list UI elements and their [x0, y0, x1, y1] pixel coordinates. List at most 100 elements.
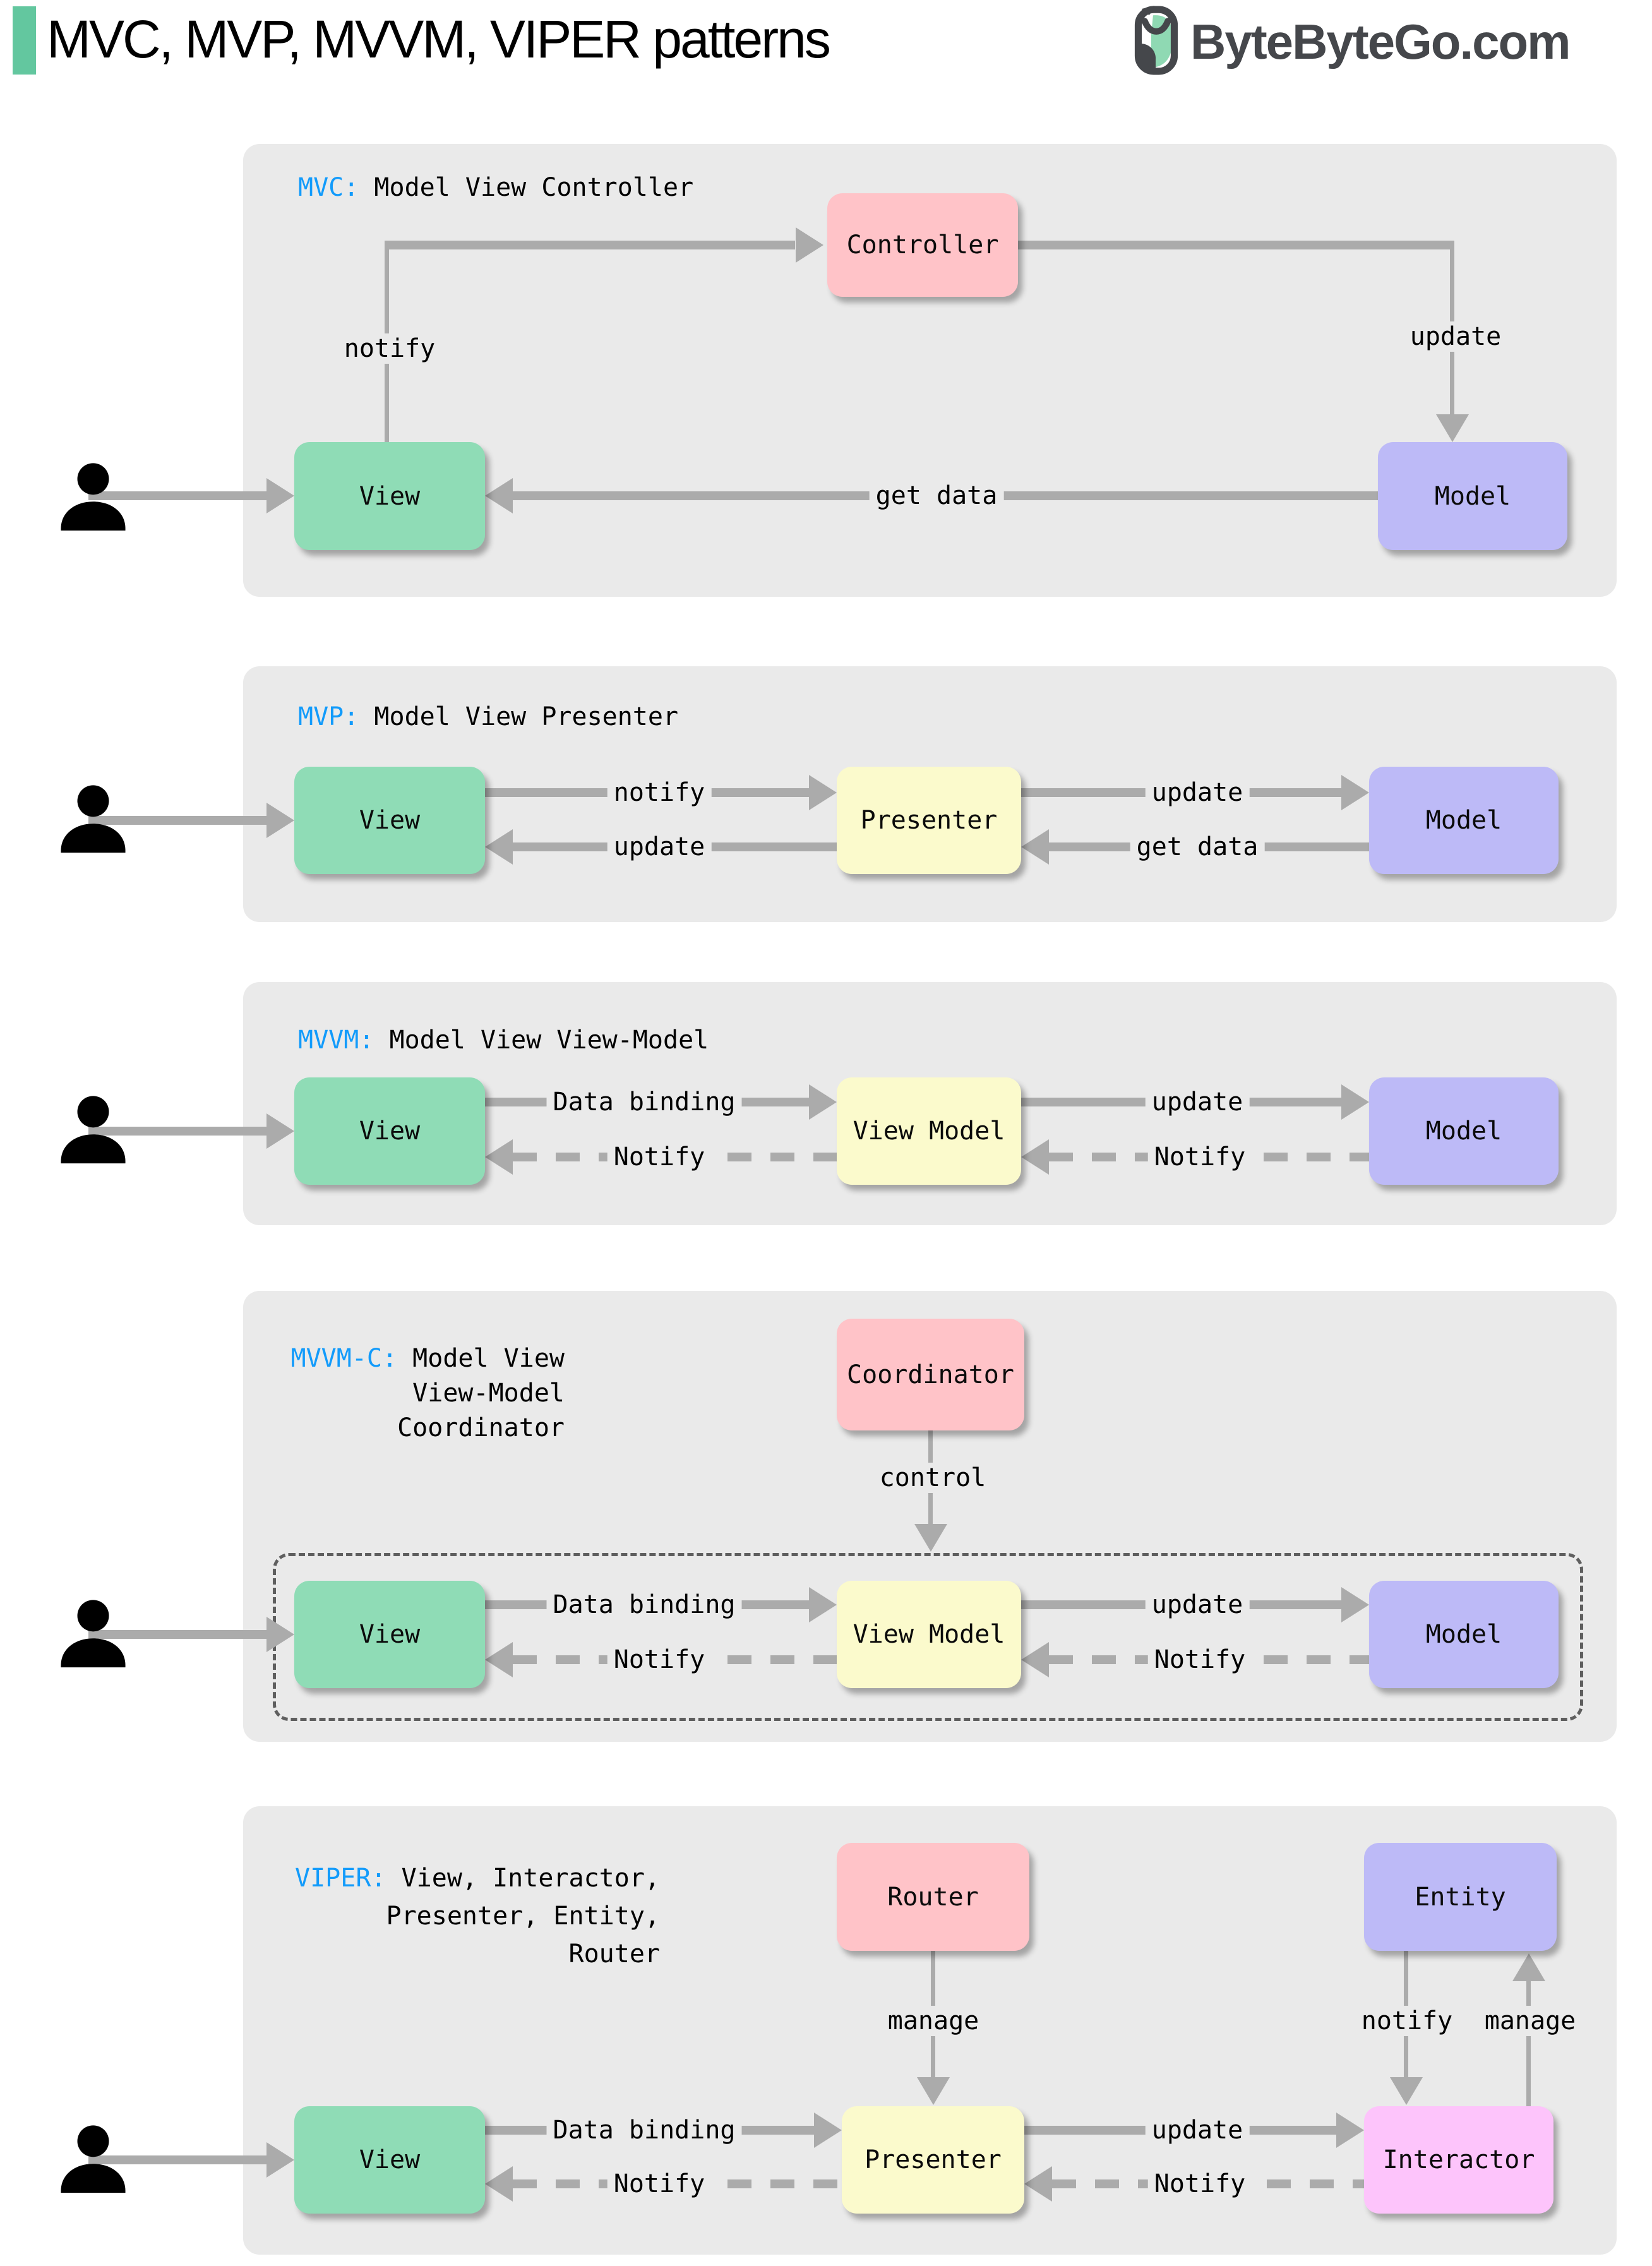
page-title: MVC, MVP, MVVM, VIPER patterns [47, 9, 831, 69]
mvp-name: Model View Presenter [374, 702, 679, 731]
mvp-getdata-arrowhead [1021, 829, 1049, 865]
mvvmc-notify-vm-arrowhead [1021, 1642, 1049, 1677]
mvvm-abbr: MVVM: [298, 1026, 374, 1055]
mvp-abbr: MVP: [298, 702, 359, 731]
mvp-update-model-label: update [1145, 777, 1250, 808]
mvvmc-databinding-label: Data binding [546, 1590, 742, 1620]
mvvmc-name-line1: Model View [412, 1344, 565, 1373]
user-person-icon [54, 1593, 133, 1679]
mvc-getdata-label: get data [869, 481, 1004, 511]
viper-notify-view-label: Notify [607, 2169, 712, 2199]
mvp-view-box: View [294, 767, 485, 874]
mvvm-update-label: update [1145, 1087, 1250, 1117]
mvvm-notify-vm-arrowhead [1021, 1139, 1049, 1175]
viper-name-line2: Presenter, Entity, [386, 1902, 660, 1931]
mvc-update-line-horizontal [1018, 241, 1454, 249]
viper-manage-entity-arrowhead [1512, 1953, 1545, 1981]
mvvmc-name-line3: Coordinator [397, 1413, 565, 1442]
mvvm-notify-view-arrowhead [485, 1139, 513, 1175]
user-person-icon [54, 456, 133, 542]
mvc-panel-label: MVC: Model View Controller [298, 171, 693, 205]
viper-manage-router-arrowhead [917, 2077, 950, 2105]
viper-notify-entity-label: notify [1355, 2006, 1459, 2036]
viper-update-arrowhead [1336, 2113, 1364, 2148]
mvc-notify-label: notify [337, 333, 442, 364]
mvc-getdata-arrowhead [485, 478, 513, 513]
user-person-icon [54, 1089, 133, 1175]
mvc-update-label: update [1403, 321, 1508, 352]
mvvm-databinding-label: Data binding [546, 1087, 742, 1117]
mvvm-model-box: Model [1369, 1077, 1559, 1185]
viper-manage-entity-line [1526, 1980, 1531, 2106]
mvc-view-box: View [294, 442, 485, 550]
viper-router-box: Router [837, 1843, 1029, 1951]
mvvm-notify-view-label: Notify [607, 1142, 712, 1172]
mvvmc-update-arrowhead [1341, 1587, 1369, 1622]
title-accent-bar [13, 6, 36, 75]
mvc-update-arrowhead [1436, 414, 1469, 442]
mvvm-user-arrowhead [266, 1113, 294, 1149]
mvc-abbr: MVC: [298, 173, 359, 202]
mvvmc-databinding-arrowhead [809, 1587, 837, 1622]
viper-name-line3: Router [568, 1939, 661, 1969]
mvvmc-control-arrowhead [914, 1524, 947, 1552]
mvvmc-notify-view-arrowhead [485, 1642, 513, 1677]
viper-presenter-box: Presenter [842, 2106, 1024, 2214]
mvp-model-box: Model [1369, 767, 1559, 874]
viper-interactor-box: Interactor [1364, 2106, 1553, 2214]
viper-notify-entity-arrowhead [1390, 2077, 1423, 2105]
mvvmc-view-box: View [294, 1581, 485, 1688]
viper-manage-router-label: manage [881, 2006, 986, 2036]
mvc-notify-line-horizontal [385, 241, 795, 249]
viper-manage-entity-label: manage [1478, 2006, 1583, 2036]
mvc-name: Model View Controller [374, 173, 694, 202]
mvvm-viewmodel-box: View Model [837, 1077, 1021, 1185]
mvp-update-view-arrowhead [485, 829, 513, 865]
mvvm-panel-label: MVVM: Model View View-Model [298, 1023, 709, 1058]
mvc-notify-arrowhead [796, 227, 823, 263]
mvvmc-name-line2: View-Model [412, 1379, 565, 1408]
mvc-controller-box: Controller [827, 193, 1018, 297]
mvvmc-update-label: update [1145, 1590, 1250, 1620]
mvp-user-arrowhead [266, 803, 294, 838]
mvvmc-control-label: control [873, 1463, 993, 1493]
mvp-update-view-label: update [607, 832, 712, 862]
mvvmc-panel-label: MVVM-C: Model View View-Model Coordinato… [291, 1341, 565, 1446]
viper-user-arrow-line [88, 2155, 266, 2164]
viper-view-box: View [294, 2106, 485, 2214]
user-person-icon [54, 778, 133, 864]
mvvmc-notify-view-label: Notify [607, 1645, 712, 1675]
user-person-icon [54, 2118, 133, 2204]
mvvm-user-arrow-line [88, 1127, 266, 1136]
mvp-update-model-arrowhead [1341, 775, 1369, 810]
viper-notify-presenter-label: Notify [1147, 2169, 1252, 2199]
bytebytego-logo: ByteByteGo.com [1134, 5, 1571, 78]
viper-panel-label: VIPER: View, Interactor, Presenter, Enti… [295, 1859, 660, 1973]
mvvmc-viewmodel-box: View Model [837, 1581, 1021, 1688]
mvvm-name: Model View View-Model [389, 1026, 709, 1055]
viper-entity-box: Entity [1364, 1843, 1557, 1951]
mvvmc-user-arrowhead [266, 1617, 294, 1652]
mvp-presenter-box: Presenter [837, 767, 1021, 874]
mvvm-update-arrowhead [1341, 1084, 1369, 1120]
viper-name-line1: View, Interactor, [401, 1864, 660, 1893]
mvp-panel-label: MVP: Model View Presenter [298, 700, 678, 734]
bytebytego-logo-icon [1134, 5, 1179, 78]
mvvm-view-box: View [294, 1077, 485, 1185]
mvvm-databinding-arrowhead [809, 1084, 837, 1120]
viper-abbr: VIPER: [295, 1864, 386, 1893]
mvvmc-abbr: MVVM-C: [290, 1344, 398, 1373]
viper-notify-presenter-arrowhead [1024, 2166, 1052, 2202]
viper-user-arrowhead [266, 2142, 294, 2178]
mvp-user-arrow-line [88, 816, 266, 825]
viper-notify-view-arrowhead [485, 2166, 513, 2202]
mvp-notify-label: notify [607, 777, 712, 808]
viper-label-line1: VIPER: View, Interactor, [295, 1859, 660, 1897]
viper-databinding-arrowhead [814, 2113, 842, 2148]
mvvmc-model-box: Model [1369, 1581, 1559, 1688]
mvvmc-notify-vm-label: Notify [1147, 1645, 1252, 1675]
mvp-getdata-label: get data [1130, 832, 1265, 862]
mvc-model-box: Model [1378, 442, 1567, 550]
viper-databinding-label: Data binding [546, 2115, 742, 2145]
